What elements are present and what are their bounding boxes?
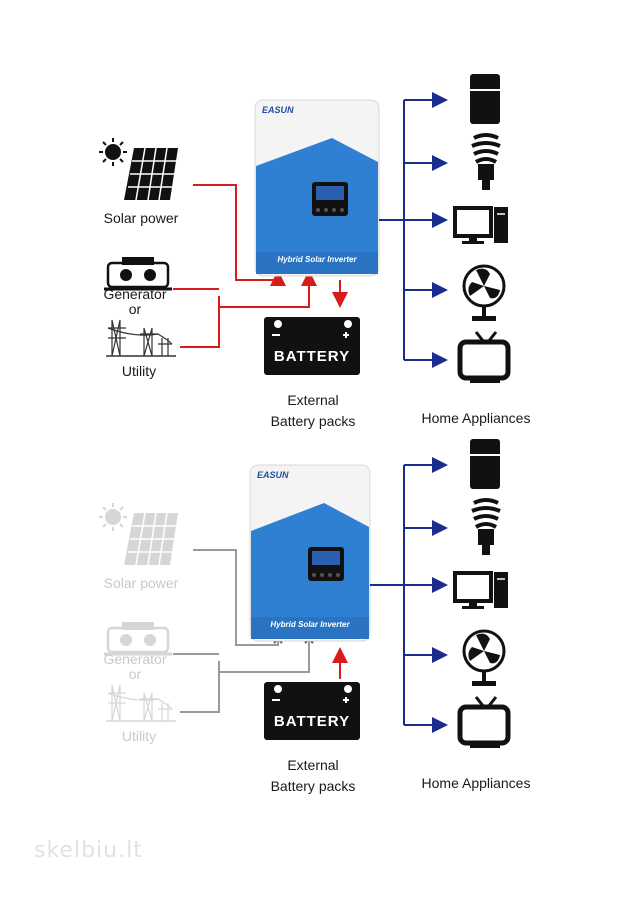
home-appliances-label: Home Appliances — [421, 775, 531, 791]
battery-caption-line2: Battery packs — [270, 778, 356, 794]
solar-panel-icon — [124, 147, 178, 201]
battery-caption-line1: External — [287, 392, 339, 408]
tv-icon — [457, 696, 511, 748]
inverter-unit — [254, 99, 380, 277]
fridge-icon — [470, 74, 500, 124]
solar-panel-icon — [124, 512, 178, 566]
input-lines — [173, 184, 348, 348]
light-bulb-icon — [471, 133, 501, 190]
home-appliances-label: Home Appliances — [421, 410, 531, 426]
computer-icon — [453, 571, 508, 609]
inverter-model-label: Hybrid Solar Inverter — [270, 620, 350, 629]
generator-label: Generator — [103, 651, 167, 667]
inverter-model-label: Hybrid Solar Inverter — [277, 255, 357, 264]
output-lines — [379, 92, 448, 368]
generator-label: Generator — [103, 286, 167, 302]
diagram-battery-only: Solar power Generator or Utility EASUN H… — [0, 423, 640, 794]
sun-icon — [99, 138, 127, 166]
battery-icon — [264, 682, 360, 740]
utility-pylon-icon — [106, 319, 176, 357]
solar-power-label: Solar power — [103, 575, 179, 591]
tv-icon — [457, 331, 511, 383]
output-lines — [370, 457, 448, 733]
utility-label: Utility — [121, 363, 157, 379]
inactive-input-lines — [173, 549, 310, 713]
fan-icon — [462, 264, 506, 321]
sun-icon — [99, 503, 127, 531]
computer-icon — [453, 206, 508, 244]
diagram-grid-and-solar: Solar power Generator or Utility EASUN H… — [0, 58, 640, 429]
battery-label: BATTERY — [273, 713, 351, 730]
battery-icon — [264, 317, 360, 375]
light-bulb-icon — [471, 498, 501, 555]
fan-icon — [462, 629, 506, 686]
solar-power-label: Solar power — [103, 210, 179, 226]
generator-icon — [104, 622, 172, 656]
inverter-brand: EASUN — [257, 470, 289, 480]
battery-label: BATTERY — [273, 348, 351, 365]
inverter-unit — [249, 464, 371, 642]
fridge-icon — [470, 439, 500, 489]
utility-pylon-icon — [106, 684, 176, 722]
or-label: or — [128, 301, 142, 317]
diagram-graphic — [99, 74, 511, 383]
diagram-graphic — [99, 439, 511, 748]
inverter-brand: EASUN — [262, 105, 294, 115]
watermark: skelbiu.lt — [34, 838, 143, 863]
battery-caption-line1: External — [287, 757, 339, 773]
generator-icon — [104, 257, 172, 291]
utility-label: Utility — [121, 728, 157, 744]
battery-caption-line2: Battery packs — [270, 413, 356, 429]
or-label: or — [128, 666, 142, 682]
